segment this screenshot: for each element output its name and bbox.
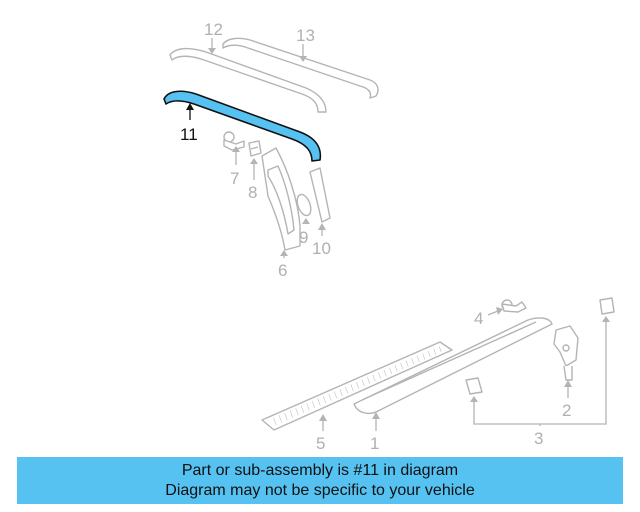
callout-10: 10 bbox=[312, 239, 331, 258]
callout-9: 9 bbox=[299, 228, 308, 247]
part-9-cap bbox=[296, 193, 312, 217]
callout-1: 1 bbox=[370, 434, 379, 453]
banner-line-1: Part or sub-assembly is #11 in diagram bbox=[181, 462, 459, 479]
diagram-note-banner: Part or sub-assembly is #11 in diagram D… bbox=[17, 457, 623, 504]
banner-line-2: Diagram may not be specific to your vehi… bbox=[165, 482, 475, 499]
callout-2: 2 bbox=[562, 401, 571, 420]
part-1-sill-molding bbox=[353, 317, 553, 415]
callout-5: 5 bbox=[316, 434, 325, 453]
part-11-drip-molding bbox=[163, 90, 322, 162]
callout-13: 13 bbox=[296, 26, 315, 45]
parts-diagram: 12 13 11 7 8 9 10 6 4 5 1 2 3 bbox=[163, 20, 615, 453]
callout-8: 8 bbox=[248, 183, 257, 202]
part-7-clip bbox=[223, 131, 245, 151]
leader-lines bbox=[186, 38, 610, 431]
part-10-garnish bbox=[309, 167, 331, 223]
callout-3: 3 bbox=[534, 429, 543, 448]
callout-6: 6 bbox=[278, 261, 287, 280]
callout-7: 7 bbox=[230, 169, 239, 188]
callout-4: 4 bbox=[474, 309, 483, 328]
part-6-pillar-garnish bbox=[261, 147, 301, 251]
part-4-clip bbox=[501, 299, 527, 313]
part-8-clip bbox=[248, 140, 262, 157]
part-13-roof-molding bbox=[222, 37, 379, 99]
part-5-step-garnish bbox=[261, 341, 453, 431]
part-12-roof-molding bbox=[169, 47, 327, 113]
part-3-clip-right bbox=[599, 297, 615, 315]
callout-12: 12 bbox=[204, 20, 223, 39]
part-2-bracket bbox=[553, 325, 579, 381]
part-3-clip-left bbox=[465, 377, 483, 395]
callout-11: 11 bbox=[180, 125, 198, 144]
